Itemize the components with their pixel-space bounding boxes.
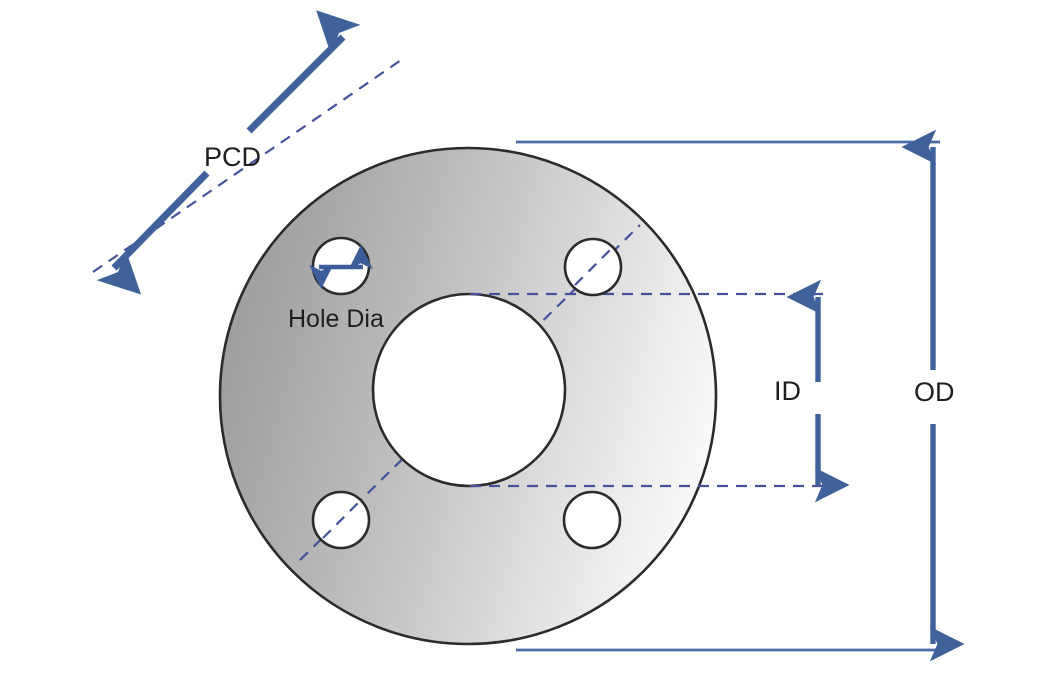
pcd-arrow-lower bbox=[96, 170, 210, 295]
bolt-hole-bottom-right bbox=[562, 490, 622, 550]
pcd-label: PCD bbox=[204, 142, 261, 172]
flange-center-bore bbox=[371, 292, 567, 488]
pcd-center-mark-bottom-left bbox=[322, 501, 360, 539]
id-label: ID bbox=[774, 376, 801, 406]
pcd-arrow-upper bbox=[246, 10, 361, 134]
pcd-center-mark-top-right bbox=[574, 248, 612, 286]
od-label: OD bbox=[914, 377, 955, 407]
hole-dia-label: Hole Dia bbox=[288, 305, 384, 333]
